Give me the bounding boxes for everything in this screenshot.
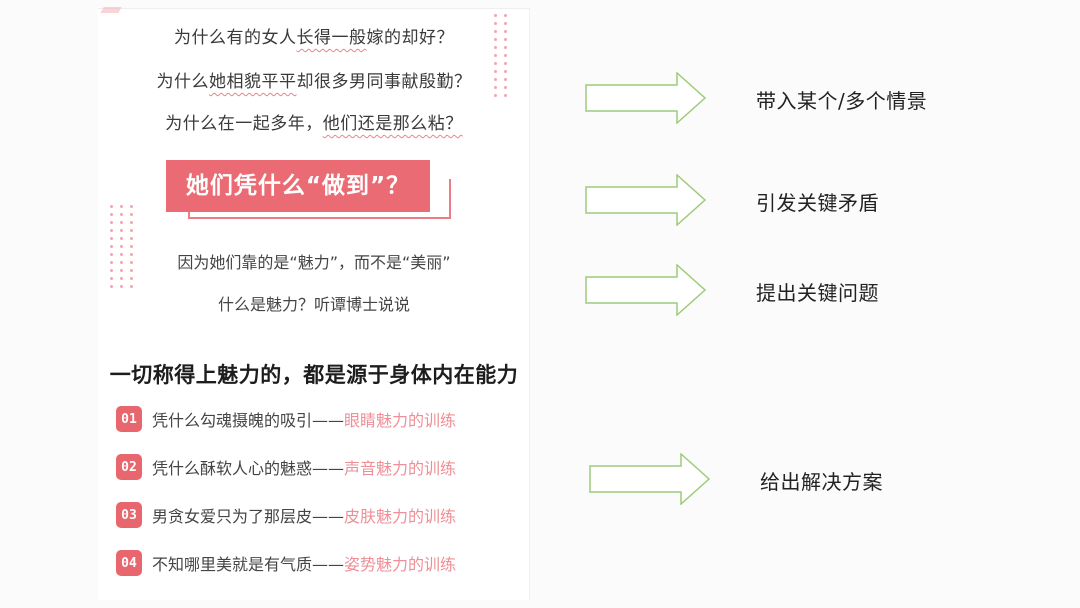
item-highlight: 眼睛魅力的训练 xyxy=(344,411,457,430)
item-highlight: 皮肤魅力的训练 xyxy=(344,507,457,526)
item-highlight: 声音魅力的训练 xyxy=(344,459,457,478)
annotation-label-4: 给出解决方案 xyxy=(760,470,883,494)
number-badge: 01 xyxy=(116,406,142,432)
training-item-4: 04 不知哪里美就是有气质——姿势魅力的训练 xyxy=(116,550,456,576)
item-text: 凭什么酥软人心的魅惑—— xyxy=(152,459,345,478)
poster-panel: 为什么有的女人长得一般嫁的却好？ 为什么她相貌平平却很多男同事献殷勤？ 为什么在… xyxy=(98,7,530,600)
question-text: 为什么有的女人 xyxy=(174,28,297,48)
item-text: 不知哪里美就是有气质—— xyxy=(152,555,345,574)
item-highlight: 姿势魅力的训练 xyxy=(344,555,457,574)
question-line-2: 为什么她相貌平平却很多男同事献殷勤？ xyxy=(98,67,530,92)
solution-headline: 一切称得上魅力的，都是源于身体内在能力 xyxy=(109,363,519,387)
number-badge: 02 xyxy=(116,454,142,480)
item-text: 男贪女爱只为了那层皮—— xyxy=(152,507,345,526)
question-text: 为什么 xyxy=(156,72,209,92)
question-text: 嫁的却好？ xyxy=(366,28,454,48)
corner-accent xyxy=(100,7,122,13)
question-text: 却很多男同事献殷勤？ xyxy=(296,72,472,92)
question-emphasis: 她相貌平平 xyxy=(209,72,297,92)
question-line-3: 为什么在一起多年，他们还是那么粘？ xyxy=(98,109,530,134)
number-badge: 04 xyxy=(116,550,142,576)
right-arrow-icon xyxy=(585,264,707,316)
number-badge: 03 xyxy=(116,502,142,528)
annotation-label-3: 提出关键问题 xyxy=(756,281,879,305)
decorative-dots-left xyxy=(110,205,133,288)
training-item-1: 01 凭什么勾魂摄魄的吸引——眼睛魅力的训练 xyxy=(116,406,456,432)
item-text: 凭什么勾魂摄魄的吸引—— xyxy=(152,411,345,430)
question-text: 为什么在一起多年， xyxy=(165,114,323,134)
right-arrow-icon xyxy=(589,453,711,505)
answer-line-2: 什么是魅力？听谭博士说说 xyxy=(217,295,410,314)
question-emphasis: 长得一般 xyxy=(296,28,367,48)
annotation-label-2: 引发关键矛盾 xyxy=(756,191,879,215)
question-line-1: 为什么有的女人长得一般嫁的却好？ xyxy=(98,23,530,48)
key-question-banner: 她们凭什么“做到”？ xyxy=(166,160,430,212)
decorative-dots-top xyxy=(494,14,507,97)
training-item-3: 03 男贪女爱只为了那层皮——皮肤魅力的训练 xyxy=(116,502,456,528)
question-emphasis: 他们还是那么粘？ xyxy=(322,114,463,134)
right-arrow-icon xyxy=(585,72,707,124)
answer-line-1: 因为她们靠的是“魅力”，而不是“美丽” xyxy=(177,253,451,272)
training-item-2: 02 凭什么酥软人心的魅惑——声音魅力的训练 xyxy=(116,454,456,480)
right-arrow-icon xyxy=(585,174,707,226)
annotation-label-1: 带入某个/多个情景 xyxy=(756,89,928,113)
